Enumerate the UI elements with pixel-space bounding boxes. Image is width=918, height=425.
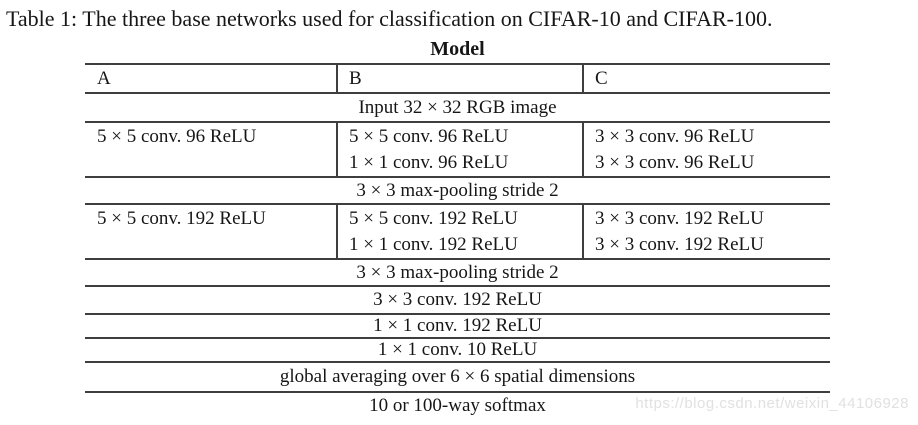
conv-layer-label: 5 × 5 conv. 96 ReLU	[349, 125, 509, 147]
max-pooling-label: 3 × 3 max-pooling stride 2	[85, 258, 830, 286]
conv-layer-label: 5 × 5 conv. 96 ReLU	[97, 125, 257, 147]
max-pooling-label: 3 × 3 max-pooling stride 2	[85, 176, 830, 204]
layer-label: 10 or 100-way softmax	[85, 391, 830, 418]
layer-label: 1 × 1 conv. 192 ReLU	[85, 313, 830, 338]
conv-layer-label: 3 × 3 conv. 192 ReLU	[595, 234, 764, 255]
column-header-c: C	[582, 63, 830, 93]
conv-layer-label: 3 × 3 conv. 96 ReLU	[595, 152, 755, 173]
conv-1x1-192-row: 1 × 1 conv. 192 ReLU	[85, 313, 830, 338]
softmax-row: 10 or 100-way softmax	[85, 391, 830, 418]
conv-block-2-cell-a: 5 × 5 conv. 192 ReLU	[85, 203, 337, 259]
conv-block-1-cell-a: 5 × 5 conv. 96 ReLU	[85, 121, 337, 177]
conv-block-1-row: 5 × 5 conv. 96 ReLU 5 × 5 conv. 96 ReLU …	[85, 121, 830, 177]
layer-label: 1 × 1 conv. 10 ReLU	[85, 337, 830, 362]
table-caption-title: Table 1: The three base networks used fo…	[6, 6, 773, 31]
conv-192-row: 3 × 3 conv. 192 ReLU	[85, 285, 830, 314]
model-header: Model	[430, 38, 485, 60]
conv-block-1-cell-b: 5 × 5 conv. 96 ReLU 1 × 1 conv. 96 ReLU	[336, 121, 583, 177]
max-pooling-row-2: 3 × 3 max-pooling stride 2	[85, 258, 830, 286]
conv-layer-label: 1 × 1 conv. 192 ReLU	[349, 234, 518, 255]
input-row: Input 32 × 32 RGB image	[85, 92, 830, 122]
conv-layer-label: 3 × 3 conv. 192 ReLU	[595, 207, 764, 229]
conv-1x1-10-row: 1 × 1 conv. 10 ReLU	[85, 337, 830, 362]
global-averaging-row: global averaging over 6 × 6 spatial dime…	[85, 361, 830, 392]
layer-label: global averaging over 6 × 6 spatial dime…	[85, 361, 830, 392]
column-header-b: B	[336, 63, 583, 93]
column-header-a: A	[85, 63, 337, 93]
conv-block-1-cell-c: 3 × 3 conv. 96 ReLU 3 × 3 conv. 96 ReLU	[582, 121, 830, 177]
conv-layer-label: 5 × 5 conv. 192 ReLU	[97, 207, 266, 229]
conv-block-2-cell-b: 5 × 5 conv. 192 ReLU 1 × 1 conv. 192 ReL…	[336, 203, 583, 259]
max-pooling-row-1: 3 × 3 max-pooling stride 2	[85, 176, 830, 204]
conv-block-2-cell-c: 3 × 3 conv. 192 ReLU 3 × 3 conv. 192 ReL…	[582, 203, 830, 259]
csdn-watermark: https://blog.csdn.net/weixin_44106928	[635, 395, 909, 412]
input-row-label: Input 32 × 32 RGB image	[85, 92, 830, 122]
conv-layer-label: 1 × 1 conv. 96 ReLU	[349, 152, 509, 173]
conv-layer-label: 5 × 5 conv. 192 ReLU	[349, 207, 518, 229]
conv-block-2-row: 5 × 5 conv. 192 ReLU 5 × 5 conv. 192 ReL…	[85, 203, 830, 259]
conv-layer-label: 3 × 3 conv. 96 ReLU	[595, 125, 755, 147]
column-header-row: A B C	[85, 63, 830, 93]
layer-label: 3 × 3 conv. 192 ReLU	[85, 285, 830, 314]
network-architecture-table: A B C Input 32 × 32 RGB image 5 × 5 conv…	[85, 63, 830, 418]
